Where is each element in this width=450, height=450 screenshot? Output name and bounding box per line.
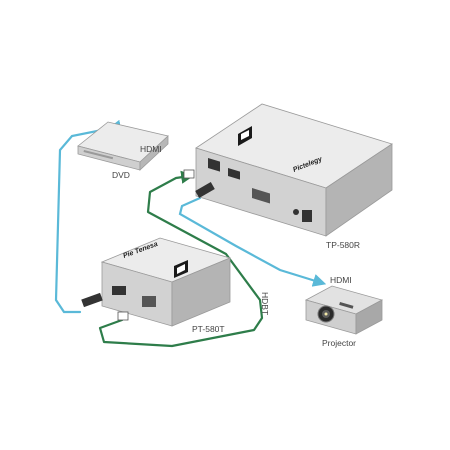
dvd-player bbox=[77, 121, 169, 171]
dvd-label: DVD bbox=[112, 170, 130, 180]
hdmi-cable-dvd-to-transmitter bbox=[54, 119, 122, 314]
projector-label: Projector bbox=[322, 338, 356, 348]
hdmi-label-dvd: HDMI bbox=[140, 144, 162, 154]
receiver-label: TP-580R bbox=[326, 240, 360, 250]
transmitter-hdmi-plug bbox=[81, 292, 103, 308]
transmitter-label: PT-580T bbox=[192, 324, 225, 334]
hdmi-cable-receiver-to-projector bbox=[178, 196, 327, 287]
receiver-hdmi-plug bbox=[195, 182, 215, 198]
hdbt-label: HDBT bbox=[260, 292, 270, 315]
transmitter-hdbt-plug bbox=[117, 311, 129, 321]
hdbt-cable bbox=[98, 170, 264, 348]
receiver-device bbox=[195, 103, 393, 237]
transmitter-device bbox=[100, 237, 232, 327]
receiver-hdbt-plug bbox=[183, 169, 195, 179]
hdmi-label-projector: HDMI bbox=[330, 275, 352, 285]
projector bbox=[304, 285, 384, 335]
